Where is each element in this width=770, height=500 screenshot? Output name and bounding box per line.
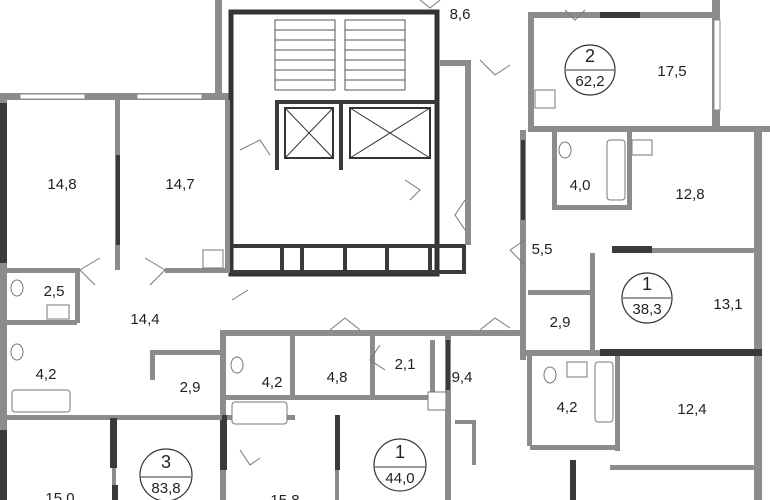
room-area: 12,8 bbox=[675, 186, 704, 203]
room-area: 4,0 bbox=[570, 177, 591, 194]
apartment-total: 83,8 bbox=[151, 480, 180, 497]
room-area: 9,4 bbox=[452, 369, 473, 386]
room-area: 2,1 bbox=[395, 356, 416, 373]
apartment-rooms: 1 bbox=[395, 442, 405, 462]
room-area: 4,2 bbox=[557, 399, 578, 416]
room-area: 15,0 bbox=[45, 490, 74, 500]
apartment-total: 44,0 bbox=[385, 470, 414, 487]
room-area: 14,4 bbox=[130, 311, 159, 328]
room-area: 17,5 bbox=[657, 63, 686, 80]
apartment-badge: 3 83,8 bbox=[139, 448, 193, 500]
room-area: 4,8 bbox=[327, 369, 348, 386]
apartment-rooms: 2 bbox=[585, 46, 595, 66]
apartment-total: 62,2 bbox=[575, 73, 604, 90]
fixtures bbox=[10, 89, 653, 425]
room-area: 4,2 bbox=[262, 374, 283, 391]
room-area: 2,9 bbox=[550, 314, 571, 331]
apartment-total: 38,3 bbox=[632, 301, 661, 318]
apartment-badge: 1 44,0 bbox=[373, 438, 427, 492]
room-labels: 8,6 17,5 14,8 14,7 4,0 12,8 5,5 2,5 14,4… bbox=[36, 6, 743, 500]
room-area: 5,5 bbox=[532, 241, 553, 258]
apartment-badge: 1 38,3 bbox=[621, 272, 673, 324]
room-area: 2,9 bbox=[180, 379, 201, 396]
room-area: 14,8 bbox=[47, 176, 76, 193]
apartment-rooms: 1 bbox=[642, 274, 652, 294]
doors bbox=[79, 0, 586, 466]
room-area: 2,5 bbox=[44, 283, 65, 300]
room-area: 13,1 bbox=[713, 296, 742, 313]
room-area: 15,8 bbox=[270, 492, 299, 500]
room-area: 8,6 bbox=[450, 6, 471, 23]
apartment-badge: 2 62,2 bbox=[564, 44, 616, 96]
room-area: 12,4 bbox=[677, 401, 706, 418]
room-area: 14,7 bbox=[165, 176, 194, 193]
room-area: 4,2 bbox=[36, 366, 57, 383]
apartment-badges: 2 62,2 1 38,3 3 83,8 1 44,0 bbox=[139, 44, 673, 500]
apartment-rooms: 3 bbox=[161, 452, 171, 472]
